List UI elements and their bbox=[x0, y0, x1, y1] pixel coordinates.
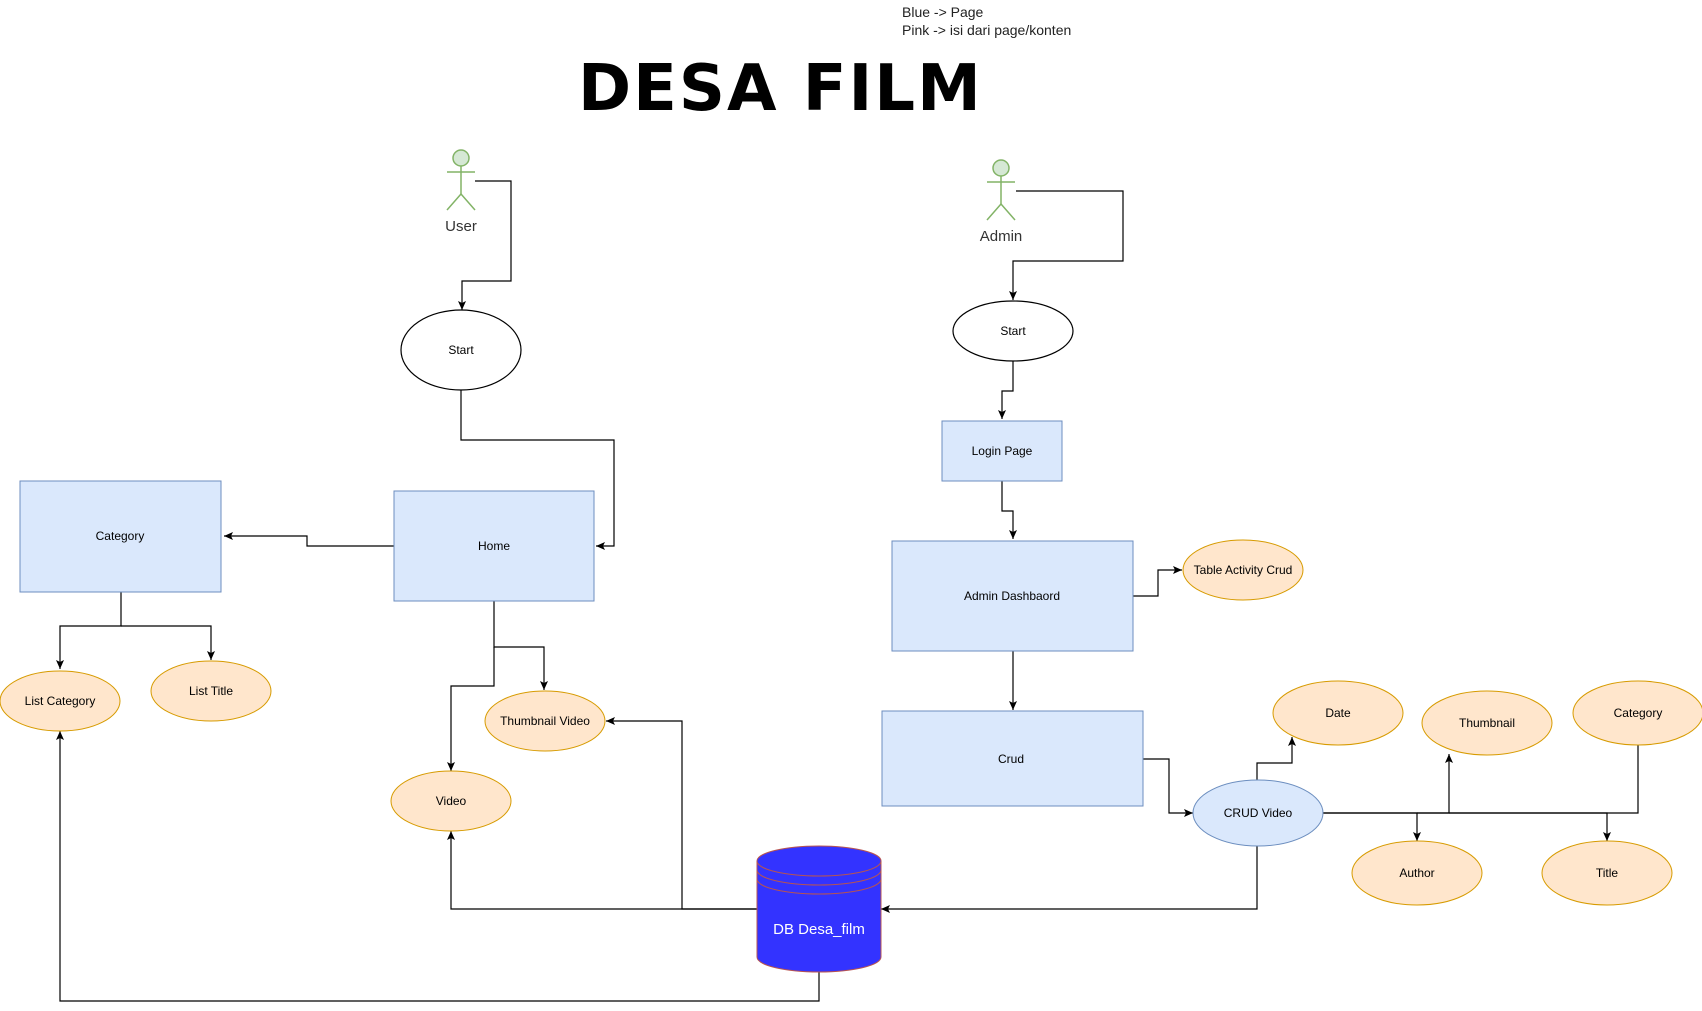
list-category-label: List Category bbox=[25, 694, 96, 708]
list-title-label: List Title bbox=[189, 684, 233, 698]
admin-label: Admin bbox=[980, 228, 1023, 245]
list-category-node[interactable]: List Category bbox=[0, 670, 121, 732]
legend: Blue -> Page Pink -> isi dari page/konte… bbox=[902, 3, 1071, 39]
crud-video-node[interactable]: CRUD Video bbox=[1192, 779, 1324, 847]
admin-start-node[interactable]: Start bbox=[952, 300, 1074, 362]
video-node[interactable]: Video bbox=[390, 770, 512, 832]
date-node[interactable]: Date bbox=[1272, 680, 1404, 746]
edge-user-start bbox=[458, 180, 512, 310]
video-label: Video bbox=[436, 794, 467, 808]
title-node[interactable]: Title bbox=[1541, 840, 1673, 906]
author-label: Author bbox=[1399, 866, 1434, 880]
edge-start-home bbox=[460, 390, 615, 550]
title-field-label: Title bbox=[1596, 866, 1619, 880]
date-label: Date bbox=[1325, 706, 1351, 720]
edge-home-category bbox=[224, 532, 394, 547]
admin-dashboard-label: Admin Dashbaord bbox=[964, 589, 1060, 603]
edge-db-video bbox=[447, 831, 757, 910]
crud-label: Crud bbox=[998, 752, 1024, 766]
login-page[interactable]: Login Page bbox=[941, 420, 1063, 482]
author-node[interactable]: Author bbox=[1351, 840, 1483, 906]
edge-login-dashboard bbox=[1001, 481, 1017, 539]
edge-crudvideo-db bbox=[881, 846, 1258, 913]
home-page[interactable]: Home bbox=[393, 490, 595, 602]
user-start-node[interactable]: Start bbox=[400, 309, 522, 391]
actor-user: User bbox=[445, 149, 477, 235]
admin-dashboard-page[interactable]: Admin Dashbaord bbox=[891, 540, 1134, 652]
thumbnail-node[interactable]: Thumbnail bbox=[1421, 690, 1553, 756]
actor-admin: Admin bbox=[980, 159, 1023, 245]
login-page-label: Login Page bbox=[972, 444, 1033, 458]
connectors bbox=[56, 180, 1642, 1002]
category-page-label: Category bbox=[96, 529, 145, 543]
list-title-node[interactable]: List Title bbox=[150, 660, 272, 722]
edge-crudvideo-date bbox=[1256, 737, 1296, 780]
edge-db-thumbnail bbox=[606, 717, 757, 910]
legend-content: Pink -> isi dari page/konten bbox=[902, 22, 1072, 38]
thumbnail-video-label: Thumbnail Video bbox=[500, 714, 590, 728]
diagram-title: DESA FILM bbox=[578, 52, 983, 126]
table-activity-label: Table Activity Crud bbox=[1194, 563, 1293, 577]
edge-admin-start bbox=[1009, 190, 1124, 300]
edge-db-listcategory bbox=[56, 731, 820, 1002]
category-field-label: Category bbox=[1614, 706, 1663, 720]
admin-start-label: Start bbox=[1000, 324, 1026, 338]
edge-crudvideo-author bbox=[1323, 812, 1421, 841]
home-label: Home bbox=[478, 539, 510, 553]
crud-video-label: CRUD Video bbox=[1224, 806, 1293, 820]
category-page[interactable]: Category bbox=[19, 480, 222, 593]
legend-page: Blue -> Page bbox=[902, 4, 984, 20]
db-label: DB Desa_film bbox=[773, 921, 865, 938]
edge-dashboard-table bbox=[1133, 566, 1182, 597]
edge-home-thumbnail bbox=[493, 601, 548, 690]
database-cylinder[interactable]: DB Desa_film bbox=[756, 845, 882, 973]
crud-page[interactable]: Crud bbox=[881, 710, 1144, 807]
admin-icon bbox=[986, 159, 1016, 221]
edge-crudvideo-title bbox=[1417, 812, 1611, 841]
thumbnail-video-node[interactable]: Thumbnail Video bbox=[484, 690, 606, 752]
user-start-label: Start bbox=[448, 343, 474, 357]
category-field-node[interactable]: Category bbox=[1572, 680, 1702, 746]
user-icon bbox=[446, 149, 476, 211]
edge-start-login bbox=[998, 361, 1014, 419]
thumbnail-label: Thumbnail bbox=[1459, 716, 1515, 730]
edge-home-video bbox=[447, 647, 495, 771]
table-activity-node[interactable]: Table Activity Crud bbox=[1182, 539, 1304, 601]
edge-crud-crudvideo bbox=[1143, 758, 1193, 817]
edge-category-listtitle bbox=[121, 625, 215, 660]
user-label: User bbox=[445, 218, 477, 235]
edge-crudvideo-thumbnail bbox=[1323, 754, 1453, 814]
edge-category-listcategory bbox=[56, 592, 122, 669]
